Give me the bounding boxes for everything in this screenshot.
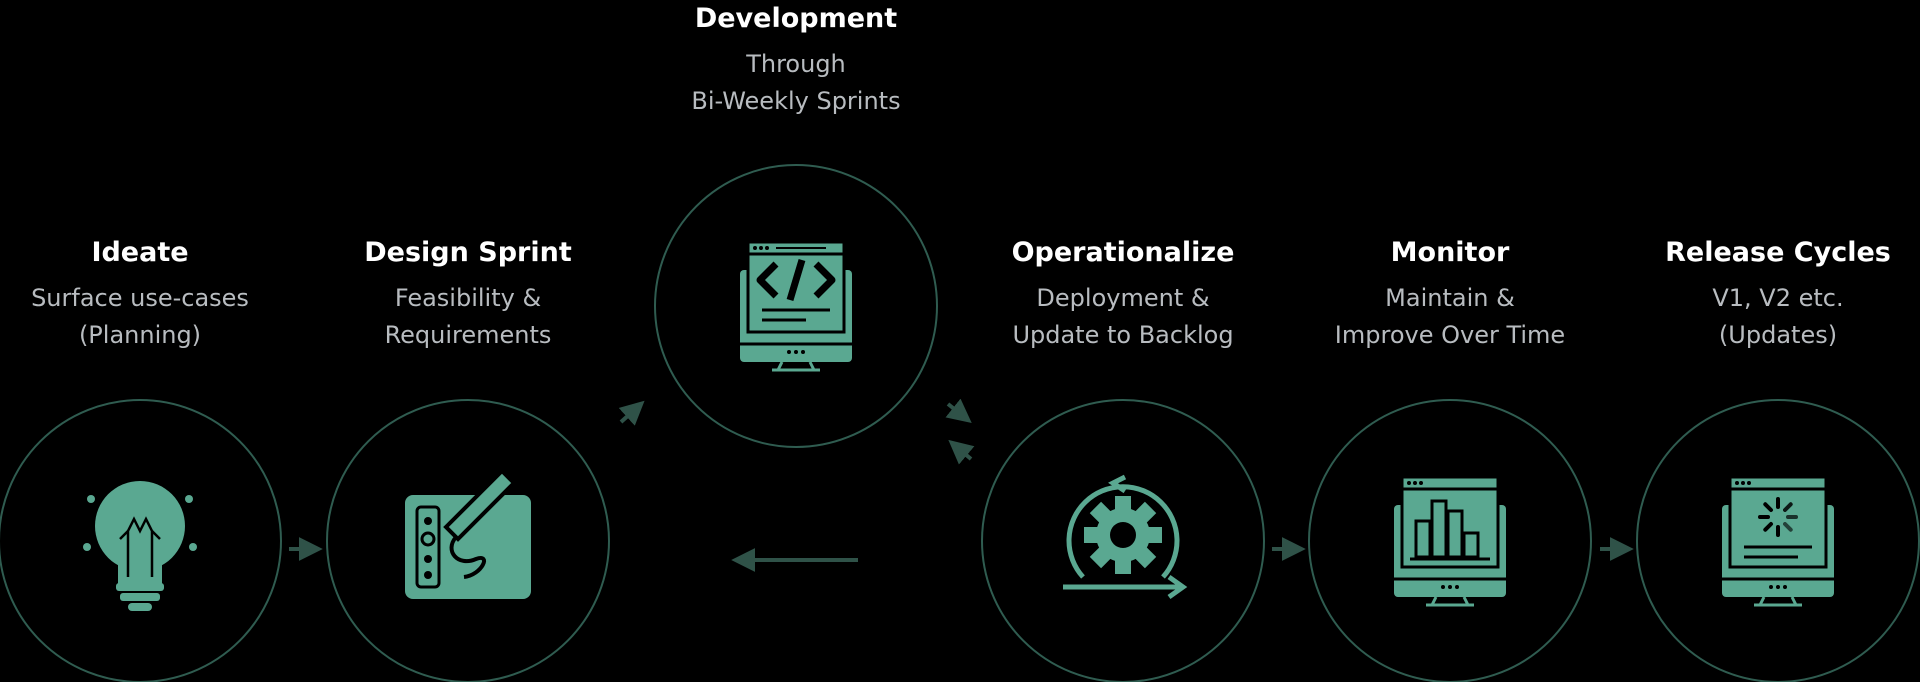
stage-description-line: Improve Over Time (1334, 321, 1566, 349)
stage-description-line: Requirements (384, 321, 552, 349)
stage-circle-monitor (1308, 399, 1592, 682)
stage-label-release: Release Cycles V1, V2 etc. (Updates) (1628, 236, 1920, 354)
stage-label-ideate: Ideate Surface use-cases (Planning) (0, 236, 290, 354)
connector-arrow (945, 398, 972, 423)
stage-description-line: Surface use-cases (31, 284, 249, 312)
stage-circle-operationalize (981, 399, 1265, 682)
stage-description: V1, V2 etc. (Updates) (1628, 280, 1920, 354)
connector-arrow (618, 400, 645, 426)
stage-title: Operationalize (1011, 237, 1235, 268)
stage-description-line: Update to Backlog (1012, 321, 1234, 349)
stage-title: Monitor (1390, 237, 1510, 268)
lightbulb-icon (83, 481, 197, 611)
loading-monitor-icon (1722, 475, 1834, 607)
stage-description: Deployment & Update to Backlog (973, 280, 1273, 354)
stage-circle-development (654, 164, 938, 448)
stage-title: Ideate (91, 237, 189, 268)
stage-description: Maintain & Improve Over Time (1300, 280, 1600, 354)
stage-description-line: Feasibility & (394, 284, 542, 312)
stage-label-monitor: Monitor Maintain & Improve Over Time (1300, 236, 1600, 354)
stage-title: Development (694, 3, 898, 34)
stage-description-line: (Planning) (78, 321, 202, 349)
stage-circle-ideate (0, 399, 282, 682)
stage-description-line: Through (746, 50, 846, 78)
gear-cycle-icon (1063, 474, 1188, 600)
connector-arrow (948, 439, 975, 465)
stage-description: Feasibility & Requirements (318, 280, 618, 354)
stage-circle-design (326, 399, 610, 682)
code-monitor-icon (740, 240, 852, 372)
stage-title: Design Sprint (364, 237, 572, 268)
stage-circle-release (1636, 399, 1920, 682)
stage-description-line: Deployment & (1036, 284, 1210, 312)
stage-label-design: Design Sprint Feasibility & Requirements (318, 236, 618, 354)
stage-description: Through Bi-Weekly Sprints (646, 46, 946, 120)
stage-label-operationalize: Operationalize Deployment & Update to Ba… (973, 236, 1273, 354)
stage-description-line: V1, V2 etc. (1712, 284, 1844, 312)
stage-title: Release Cycles (1665, 237, 1891, 268)
stage-label-development: Development Through Bi-Weekly Sprints (646, 2, 946, 120)
stage-description: Surface use-cases (Planning) (0, 280, 290, 354)
stage-description-line: Maintain & (1385, 284, 1515, 312)
drawing-tablet-icon (405, 468, 531, 599)
stage-description-line: Bi-Weekly Sprints (691, 87, 901, 115)
stage-description-line: (Updates) (1718, 321, 1838, 349)
bar-chart-monitor-icon (1394, 475, 1506, 607)
